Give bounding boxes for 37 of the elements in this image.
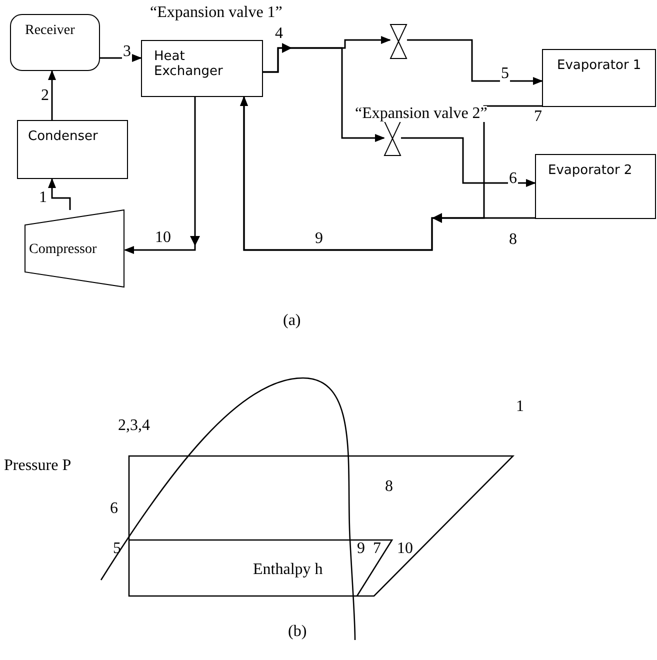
evaporator-box xyxy=(542,49,656,107)
flow-arrow xyxy=(48,70,56,120)
label-text: 1 xyxy=(516,398,524,416)
label-text: 6 xyxy=(110,500,118,518)
flow-arrow xyxy=(407,39,543,85)
condenser-box xyxy=(17,120,128,179)
label-text: 9 xyxy=(357,540,365,558)
evaporator-box xyxy=(535,154,656,219)
node-label: Receiver xyxy=(25,23,75,39)
node-label: Heat Exchanger xyxy=(154,49,224,79)
flow-arrow xyxy=(124,97,196,254)
node-label: Compressor xyxy=(29,242,97,258)
edge-label: 3 xyxy=(122,44,132,60)
compressor-trapezoid xyxy=(25,210,125,288)
label-text: “Expansion valve 1” xyxy=(150,4,282,22)
node-label: Condenser xyxy=(28,129,98,144)
label-text: Enthalpy h xyxy=(253,561,323,579)
expansion-valve-symbol xyxy=(390,24,407,59)
edge-label: 6 xyxy=(508,171,518,187)
node-label: Evaporator 1 xyxy=(557,58,642,73)
label-text: 2,3,4 xyxy=(118,417,150,435)
label-text: 8 xyxy=(385,478,393,496)
label-text: (a) xyxy=(283,312,301,330)
edge-label: 5 xyxy=(500,66,510,82)
label-text: 9 xyxy=(315,230,323,248)
flow-arrow xyxy=(48,178,71,210)
label-text: (b) xyxy=(288,623,307,641)
node-label: Evaporator 2 xyxy=(548,163,632,178)
receiver-box xyxy=(10,14,100,71)
label-text: Pressure P xyxy=(4,457,72,475)
flow-arrow xyxy=(401,137,536,187)
expansion-valve-symbol xyxy=(384,121,401,156)
flow-arrow xyxy=(263,47,385,142)
flow-arrow xyxy=(100,54,142,62)
label-text: 7 xyxy=(373,540,381,558)
label-text: 10 xyxy=(397,540,413,558)
heat-exchanger-box xyxy=(141,40,263,97)
